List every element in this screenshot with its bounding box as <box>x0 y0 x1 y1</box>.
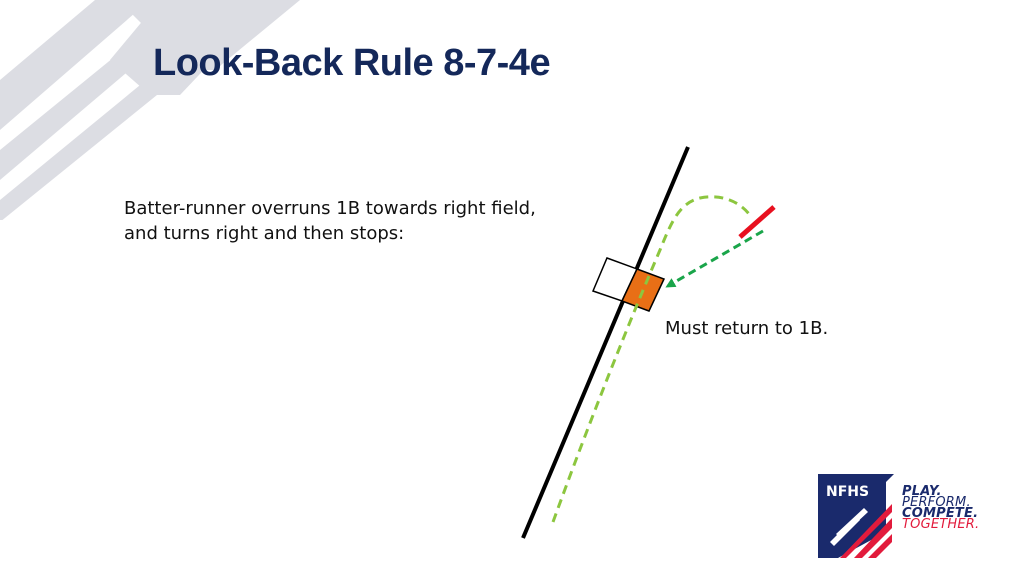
logo-badge: NFHS <box>826 484 869 500</box>
tagline-line-3: COMPETE. <box>902 506 979 521</box>
description-line-2: and turns right and then stops: <box>124 223 405 244</box>
tagline-line-1: PLAY. <box>902 484 942 499</box>
runner-path <box>551 195 754 523</box>
logo-tagline: PLAY. PERFORM. COMPETE. TOGETHER. <box>902 484 980 532</box>
nfhs-shield-icon: NFHS <box>818 474 894 558</box>
return-arrow <box>665 229 764 288</box>
slide-title: Look-Back Rule 8-7-4e <box>153 42 551 84</box>
nfhs-logo: NFHS PLAY. PERFORM. COMPETE. TOGETHER. <box>816 472 1006 560</box>
foul-line <box>521 146 690 539</box>
play-description: Batter-runner overruns 1B towards right … <box>124 196 604 246</box>
tagline-line-2: PERFORM. <box>902 495 971 510</box>
ruling-note: Must return to 1B. <box>665 318 829 339</box>
decorative-stripes <box>0 0 300 220</box>
stop-marker <box>738 205 776 239</box>
description-line-1: Batter-runner overruns 1B towards right … <box>124 198 536 219</box>
tagline-line-4: TOGETHER. <box>902 517 980 532</box>
